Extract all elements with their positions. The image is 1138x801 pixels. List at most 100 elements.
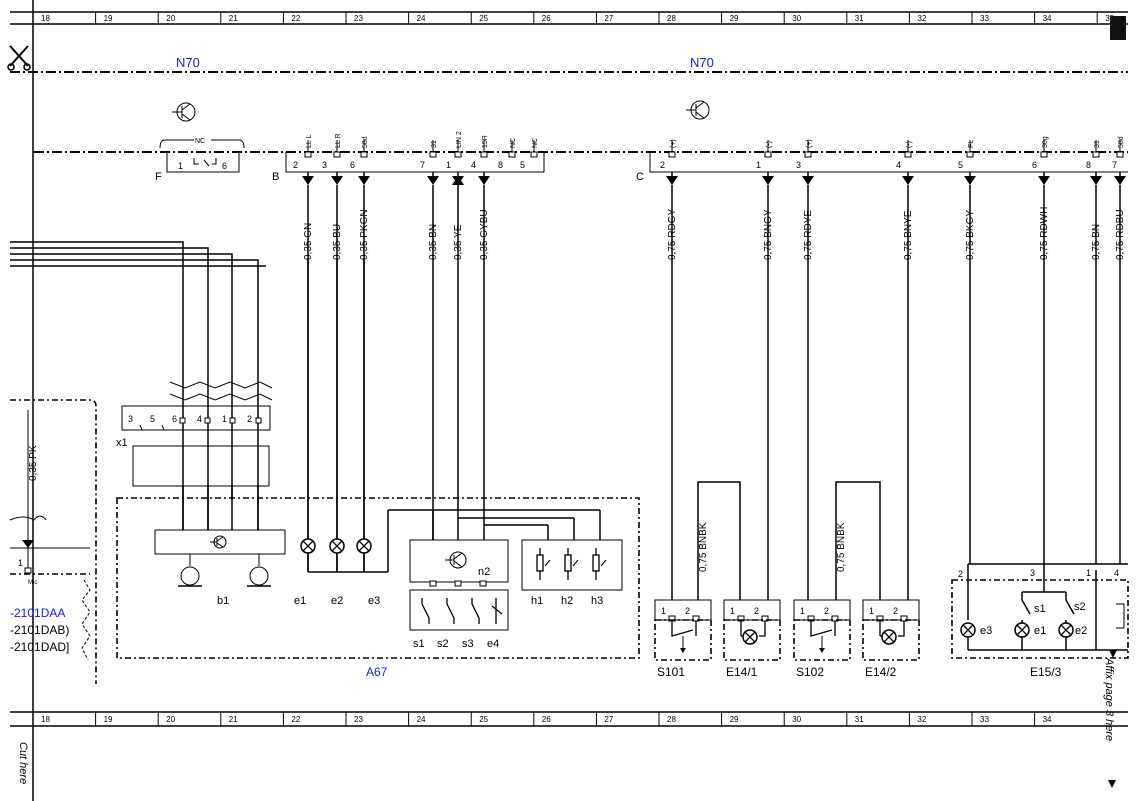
part-e1-label: e1: [294, 595, 306, 607]
part-label: S101: [657, 665, 685, 679]
affix-text: Affix page 3 here: [1103, 657, 1115, 741]
ruler-number: 25: [479, 14, 488, 23]
part-label: E14/1: [726, 665, 758, 679]
part-e3-label: e3: [368, 595, 380, 607]
transistor-icon: [172, 102, 196, 122]
ruler-number: 26: [542, 715, 551, 724]
connector-x1-pin: 4: [197, 414, 202, 424]
ruler-number: 19: [104, 715, 113, 724]
pin-number: 7: [1112, 160, 1117, 170]
e15-pin: 2: [958, 569, 963, 579]
connector-f: F NC 1 6: [155, 138, 245, 183]
ruler-number: 24: [417, 715, 426, 724]
e15-pin: 4: [1114, 568, 1119, 578]
part-pin: 2: [824, 606, 829, 616]
ruler-number: 19: [104, 14, 113, 23]
bnbk-wire-label: 0,75 BNBK: [698, 522, 709, 572]
left-code: -2101DAD]: [10, 640, 69, 654]
ruler-number: 33: [980, 14, 989, 23]
part-s1-label: s1: [413, 638, 425, 650]
pin-number: 2: [660, 160, 665, 170]
e15-pin: 1: [1086, 568, 1091, 578]
pin-signal: 31: [431, 140, 438, 148]
pin-signal: 30g: [1042, 136, 1049, 148]
pin-signal: NC: [532, 138, 539, 148]
part-pin: 1: [661, 606, 666, 616]
pin-signal: 58d: [362, 136, 369, 148]
part-pin: 1: [869, 606, 874, 616]
e15-part-label: s2: [1074, 601, 1086, 613]
pin-number: 2: [293, 160, 298, 170]
connector-f-label: F: [155, 171, 162, 183]
e15-part-label: e1: [1034, 625, 1046, 637]
left-wire-label: 0,35 PK: [28, 445, 39, 481]
pin-number: 6: [350, 160, 355, 170]
left-code: -2101DAB): [10, 623, 69, 637]
e15-part-label: s1: [1034, 603, 1046, 615]
connector-c-label: C: [636, 171, 644, 183]
part-e4-label: e4: [487, 638, 499, 650]
part-h2-label: h2: [561, 595, 573, 607]
cut-here-text: Cut here: [17, 742, 29, 784]
wire-label: 0,75 RDGY: [667, 209, 678, 260]
transistor-icon: [686, 100, 710, 120]
connector-f-pin: 6: [222, 161, 227, 171]
pin-signal: (-): [906, 141, 913, 148]
page-corner-badge: [1110, 16, 1126, 40]
ruler-number: 28: [667, 14, 676, 23]
e15-pin: 3: [1030, 568, 1035, 578]
e15-part-label: e3: [980, 625, 992, 637]
left-wire-bundle: [10, 241, 266, 530]
wire-label: 0,35 BN: [428, 224, 439, 260]
wire-label: 0,75 BN: [1091, 224, 1102, 260]
module-a67-label: A67: [366, 665, 388, 679]
ruler-number: 24: [417, 14, 426, 23]
part-pin: 1: [800, 606, 805, 616]
ruler-number: 20: [166, 715, 175, 724]
part-label: S102: [796, 665, 824, 679]
connector-c: C (+)20,75 RDGY(-)10,75 BNGY(+)30,75 RDY…: [636, 136, 1128, 600]
ruler-number: 34: [1043, 14, 1052, 23]
pin-number: 4: [896, 160, 901, 170]
part-s2-label: s2: [437, 638, 449, 650]
ruler-number: 23: [354, 14, 363, 23]
pin-signal: (+): [806, 139, 813, 148]
connector-x1-pin: 1: [222, 414, 227, 424]
pin-signal: 15R: [482, 135, 489, 148]
ruler-number: 35: [1105, 14, 1114, 23]
pin-signal: (+): [670, 139, 677, 148]
ruler-number: 27: [604, 14, 613, 23]
ruler-number: 25: [479, 715, 488, 724]
part-pin: 2: [893, 606, 898, 616]
connector-x1-label: x1: [116, 437, 128, 449]
e15-part-label: e2: [1075, 625, 1087, 637]
connector-b-label: B: [272, 171, 279, 183]
ruler-number: 29: [730, 14, 739, 23]
pin-number: 8: [498, 160, 503, 170]
ruler-number: 29: [730, 715, 739, 724]
wire-label: 0,75 BNYE: [903, 210, 914, 260]
pin-signal: (-): [766, 141, 773, 148]
ruler-number: 21: [229, 14, 238, 23]
part-s3-label: s3: [462, 638, 474, 650]
wire-break-mark: [169, 381, 273, 389]
left-partial-component: 0,35 PK 1 Mic -2101DAA -2101DAB) -2101DA…: [9, 399, 97, 684]
wire-label: 0,35 YE: [453, 224, 464, 260]
ruler-number: 27: [604, 715, 613, 724]
ruler-number: 21: [229, 715, 238, 724]
arrow-down-icon: [1108, 780, 1116, 788]
part-label: E14/2: [865, 665, 897, 679]
left-mic-label: Mic: [28, 580, 37, 586]
module-label-left: N70: [176, 55, 200, 70]
wire-label: 0,75 RDWH: [1039, 207, 1050, 260]
ruler-number: 31: [855, 14, 864, 23]
pin-signal: LIN 2: [456, 131, 463, 148]
ruler-number: 32: [917, 715, 926, 724]
left-pin-label: 1: [18, 558, 23, 568]
ruler-number: 34: [1043, 715, 1052, 724]
pin-number: 3: [796, 160, 801, 170]
wire-label: 0,35 PKGN: [359, 209, 370, 260]
